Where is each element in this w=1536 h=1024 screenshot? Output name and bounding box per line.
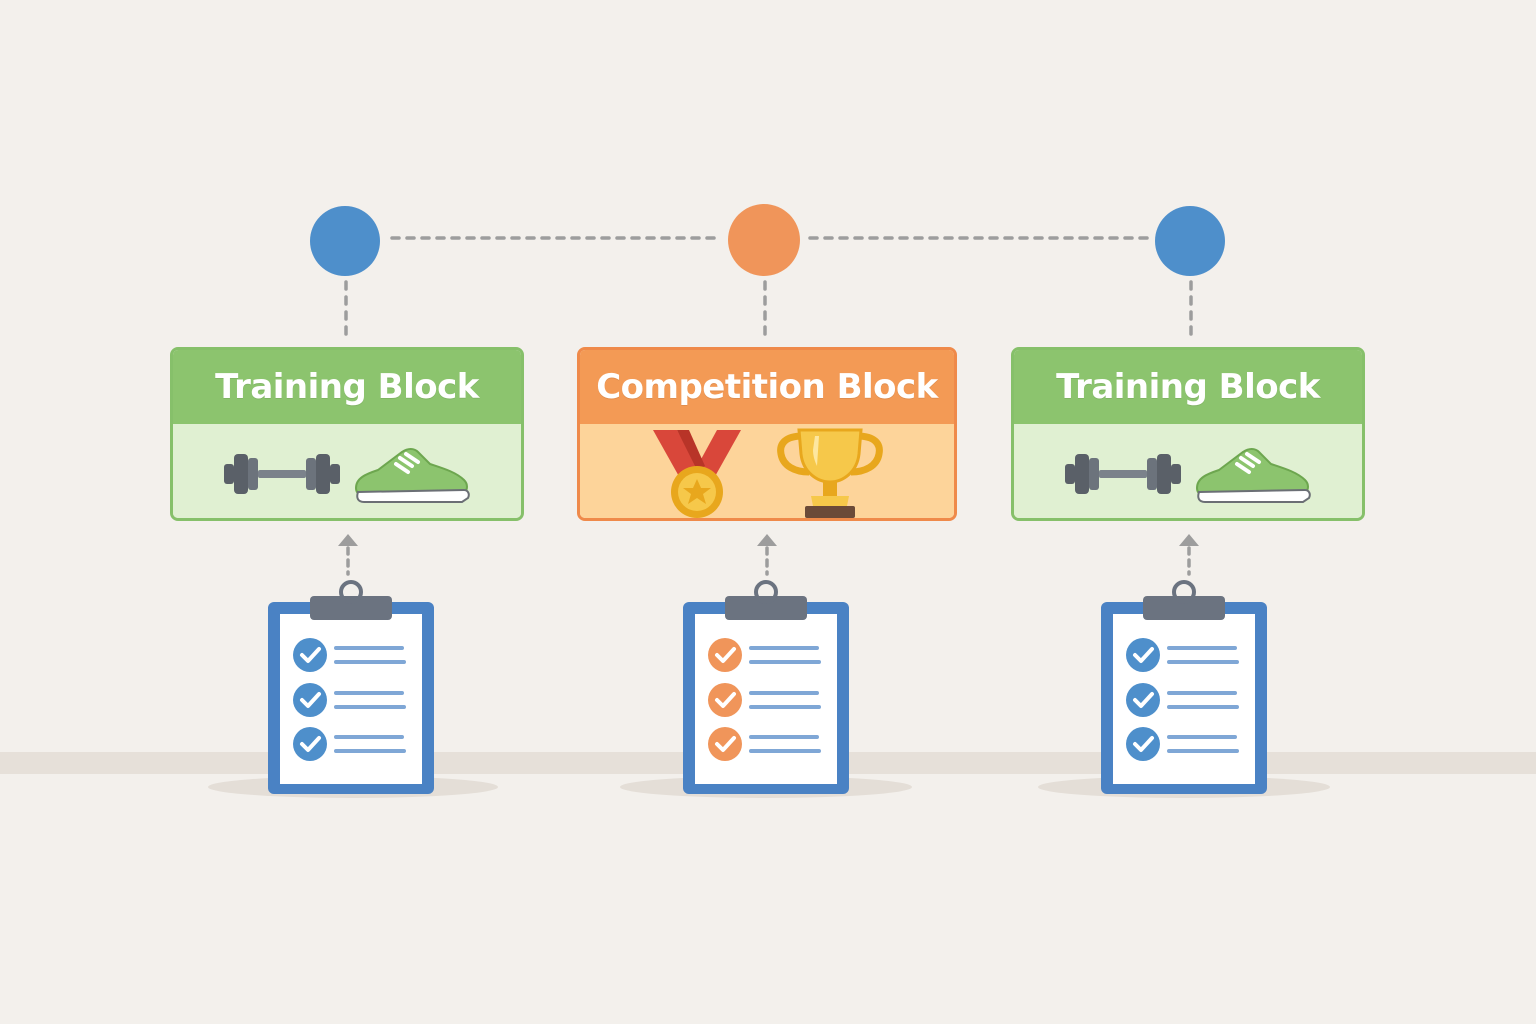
- block-header: Training Block: [1014, 350, 1362, 424]
- timeline-node: [728, 204, 800, 276]
- checklist-item: [708, 683, 821, 717]
- timeline-node: [310, 206, 380, 276]
- block-body: [580, 424, 954, 518]
- checklist-clipboard-icon: [683, 580, 849, 794]
- block-title: Training Block: [215, 367, 479, 407]
- training-block-card: Training Block: [170, 347, 524, 521]
- up-arrow-icon: [757, 534, 777, 576]
- block-body: [1014, 424, 1362, 518]
- checklist-item: [293, 683, 406, 717]
- sneaker-icon: [1195, 448, 1311, 503]
- dumbbell-icon: [224, 454, 340, 494]
- checklist-item: [1126, 727, 1239, 761]
- checklist-item: [293, 638, 406, 672]
- up-arrow-icon: [338, 534, 358, 576]
- checklist-clipboard-icon: [268, 580, 434, 794]
- dumbbell-icon: [1065, 454, 1181, 494]
- checklist-clipboard-icon: [1101, 580, 1267, 794]
- medal-icon: [653, 430, 741, 518]
- block-header: Competition Block: [580, 350, 954, 424]
- checklist-item: [1126, 638, 1239, 672]
- checklist-item: [708, 727, 821, 761]
- block-title: Competition Block: [596, 367, 938, 407]
- sneaker-icon: [354, 448, 470, 503]
- checklist-item: [1126, 683, 1239, 717]
- block-title: Training Block: [1056, 367, 1320, 407]
- block-header: Training Block: [173, 350, 521, 424]
- timeline-node: [1155, 206, 1225, 276]
- checklist-item: [708, 638, 821, 672]
- training-block-card: Training Block: [1011, 347, 1365, 521]
- block-body: [173, 424, 521, 518]
- competition-block-card: Competition Block: [577, 347, 957, 521]
- trophy-icon: [777, 428, 883, 518]
- up-arrow-icon: [1179, 534, 1199, 576]
- checklist-item: [293, 727, 406, 761]
